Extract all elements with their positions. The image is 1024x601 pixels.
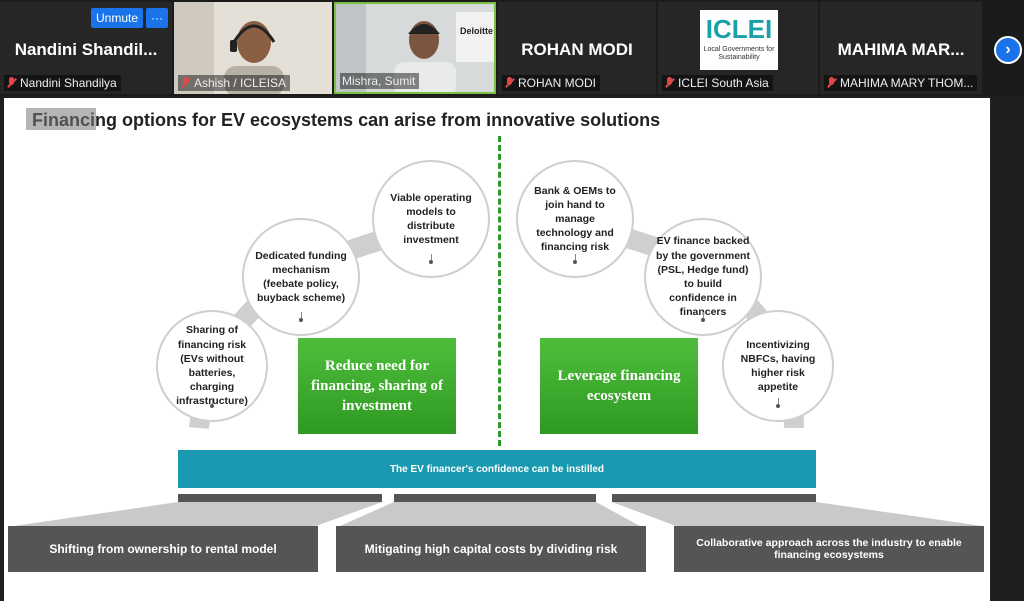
participant-label: MAHIMA MARY THOM...: [824, 75, 978, 91]
shared-slide: Financing options for EV ecosystems can …: [4, 98, 990, 601]
participant-label: ICLEI South Asia: [662, 75, 773, 91]
participant-label: Nandini Shandilya: [4, 75, 121, 91]
participant-tile-ashish[interactable]: Ashish / ICLEISA: [174, 2, 332, 94]
confidence-banner: The EV financer's confidence can be inst…: [178, 450, 816, 488]
participant-video: Deloitte: [336, 4, 494, 92]
participant-video: [174, 2, 332, 94]
slide-title: Financing options for EV ecosystems can …: [32, 110, 661, 130]
mic-off-icon: [664, 77, 675, 89]
connector-bar-left: [178, 494, 382, 502]
next-participants-button[interactable]: ›: [994, 36, 1022, 64]
left-circle-2: Dedicated funding mechanism (feebate pol…: [242, 218, 360, 336]
participant-tile-sumit[interactable]: Deloitte Mishra, Sumit: [334, 2, 496, 94]
participant-strip: Nandini Shandil... Nandini Shandilya Unm…: [0, 0, 1024, 96]
participant-tile-mahima[interactable]: MAHIMA MAR... MAHIMA MARY THOM...: [820, 2, 982, 94]
participant-label: Mishra, Sumit: [340, 73, 420, 89]
strategy-box-rental: Shifting from ownership to rental model: [8, 526, 318, 572]
strategy-box-risk: Mitigating high capital costs by dividin…: [336, 526, 646, 572]
right-circle-3: Incentivizing NBFCs, having higher risk …: [722, 310, 834, 422]
unmute-button[interactable]: Unmute: [91, 8, 143, 28]
participant-label: Ashish / ICLEISA: [178, 75, 291, 91]
center-divider: [498, 136, 501, 446]
right-circle-2: EV finance backed by the government (PSL…: [644, 218, 762, 336]
left-green-box: Reduce need for financing, sharing of in…: [298, 338, 456, 434]
mic-off-icon: [6, 77, 17, 89]
participant-tile-iclei[interactable]: ICLEI Local Governments for Sustainabili…: [658, 2, 818, 94]
participant-display-name: ROHAN MODI: [521, 40, 633, 59]
participant-tile-nandini[interactable]: Nandini Shandil... Nandini Shandilya: [0, 2, 172, 94]
more-options-button[interactable]: ···: [146, 8, 168, 28]
participant-tile-rohan[interactable]: ROHAN MODI ROHAN MODI: [498, 2, 656, 94]
left-circle-1: Sharing of financing risk (EVs without b…: [156, 310, 268, 422]
left-circle-3: Viable operating models to distribute in…: [372, 160, 490, 278]
participant-label: ROHAN MODI: [502, 75, 600, 91]
mic-off-icon: [180, 77, 191, 89]
participant-display-name: Nandini Shandil...: [14, 40, 158, 59]
strategy-box-collaborative: Collaborative approach across the indust…: [674, 526, 984, 572]
svg-text:Deloitte: Deloitte: [460, 26, 493, 36]
participant-display-name: MAHIMA MAR...: [837, 40, 965, 59]
connector-trapezoids: [14, 502, 982, 526]
iclei-logo: ICLEI Local Governments for Sustainabili…: [700, 10, 778, 70]
mic-off-icon: [504, 77, 515, 89]
mic-off-icon: [826, 77, 837, 89]
title-overlay: [26, 108, 96, 130]
right-circle-1: Bank & OEMs to join hand to manage techn…: [516, 160, 634, 278]
connector-bar-right: [612, 494, 816, 502]
right-green-box: Leverage financing ecosystem: [540, 338, 698, 434]
connector-bar-center: [394, 494, 596, 502]
